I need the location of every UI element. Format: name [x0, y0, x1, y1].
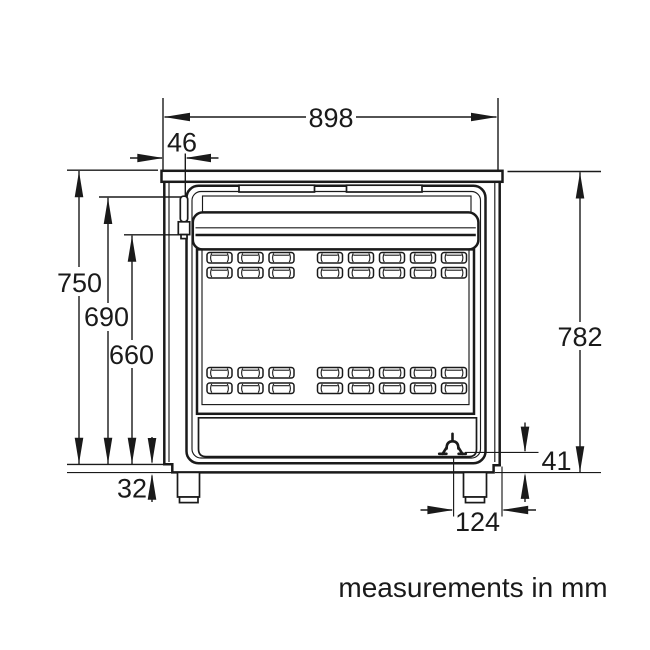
- dim-label-46: 46: [167, 128, 197, 158]
- back-panel-inner-line: [191, 190, 482, 459]
- vent-louver: [409, 251, 437, 264]
- units-caption: measurements in mm: [338, 572, 607, 603]
- right-foot: [462, 471, 488, 504]
- vent-louver: [378, 366, 406, 379]
- vent-louver: [268, 382, 295, 395]
- louver-panel-inner-line: [201, 248, 470, 406]
- dim-label-41: 41: [541, 446, 571, 476]
- vent-louver: [237, 382, 264, 395]
- vent-louver: [268, 266, 295, 279]
- vent-louver: [409, 266, 437, 279]
- vent-louver: [347, 266, 375, 279]
- vent-louver: [206, 266, 233, 279]
- dim-total-height: 782: [495, 170, 604, 474]
- vent-louver: [316, 266, 344, 279]
- vent-louver: [347, 382, 375, 395]
- dim-label-750: 750: [57, 268, 102, 298]
- dim-label-124: 124: [455, 507, 500, 537]
- left-foot: [176, 471, 201, 504]
- cooktop-edge-strip: [160, 169, 504, 184]
- body-bottom-plinth: [163, 462, 501, 474]
- vent-louver: [237, 266, 264, 279]
- back-panel: [177, 184, 487, 465]
- backguard-rail: [191, 211, 480, 251]
- bottom-band: [197, 416, 478, 458]
- vent-louver: [378, 382, 406, 395]
- vent-louver: [440, 382, 468, 395]
- vent-louver: [237, 366, 264, 379]
- vent-louver: [440, 366, 468, 379]
- dim-inlet-bottom-height: 660: [109, 234, 179, 464]
- dim-connection-side-offset: 124: [420, 456, 536, 537]
- vent-louver: [409, 382, 437, 395]
- vent-louver: [440, 251, 468, 264]
- vent-louver: [378, 266, 406, 279]
- vent-louver: [268, 366, 295, 379]
- top-vent-slot-left: [238, 184, 316, 193]
- dim-base-height: 32: [67, 437, 172, 504]
- vent-louver: [268, 251, 295, 264]
- dim-connection-height: 41: [465, 422, 572, 502]
- vent-louver: [206, 382, 233, 395]
- dim-label-690: 690: [84, 302, 129, 332]
- top-vent-slot-right: [345, 184, 423, 193]
- vent-louver: [440, 266, 468, 279]
- vent-louver: [237, 251, 264, 264]
- vent-louver: [378, 251, 406, 264]
- vent-louver: [347, 366, 375, 379]
- vent-louver: [409, 366, 437, 379]
- dim-overall-width: 898: [162, 98, 499, 172]
- vent-louver: [206, 366, 233, 379]
- appliance-outline: [160, 169, 504, 504]
- dim-inlet-offset: 46: [130, 128, 219, 196]
- gas-connection-icon: [437, 432, 468, 456]
- vent-louver: [316, 382, 344, 395]
- dim-inlet-top-height: 690: [84, 196, 181, 464]
- dim-label-660: 660: [109, 340, 154, 370]
- dim-label-782: 782: [557, 322, 602, 352]
- gas-inlet-pin: [177, 195, 191, 240]
- vent-louver: [347, 251, 375, 264]
- vent-louver: [316, 366, 344, 379]
- dim-label-898: 898: [308, 103, 353, 133]
- dim-body-height: 750: [57, 169, 163, 466]
- vent-louver: [206, 251, 233, 264]
- dim-label-32: 32: [117, 474, 147, 504]
- vent-louver: [316, 251, 344, 264]
